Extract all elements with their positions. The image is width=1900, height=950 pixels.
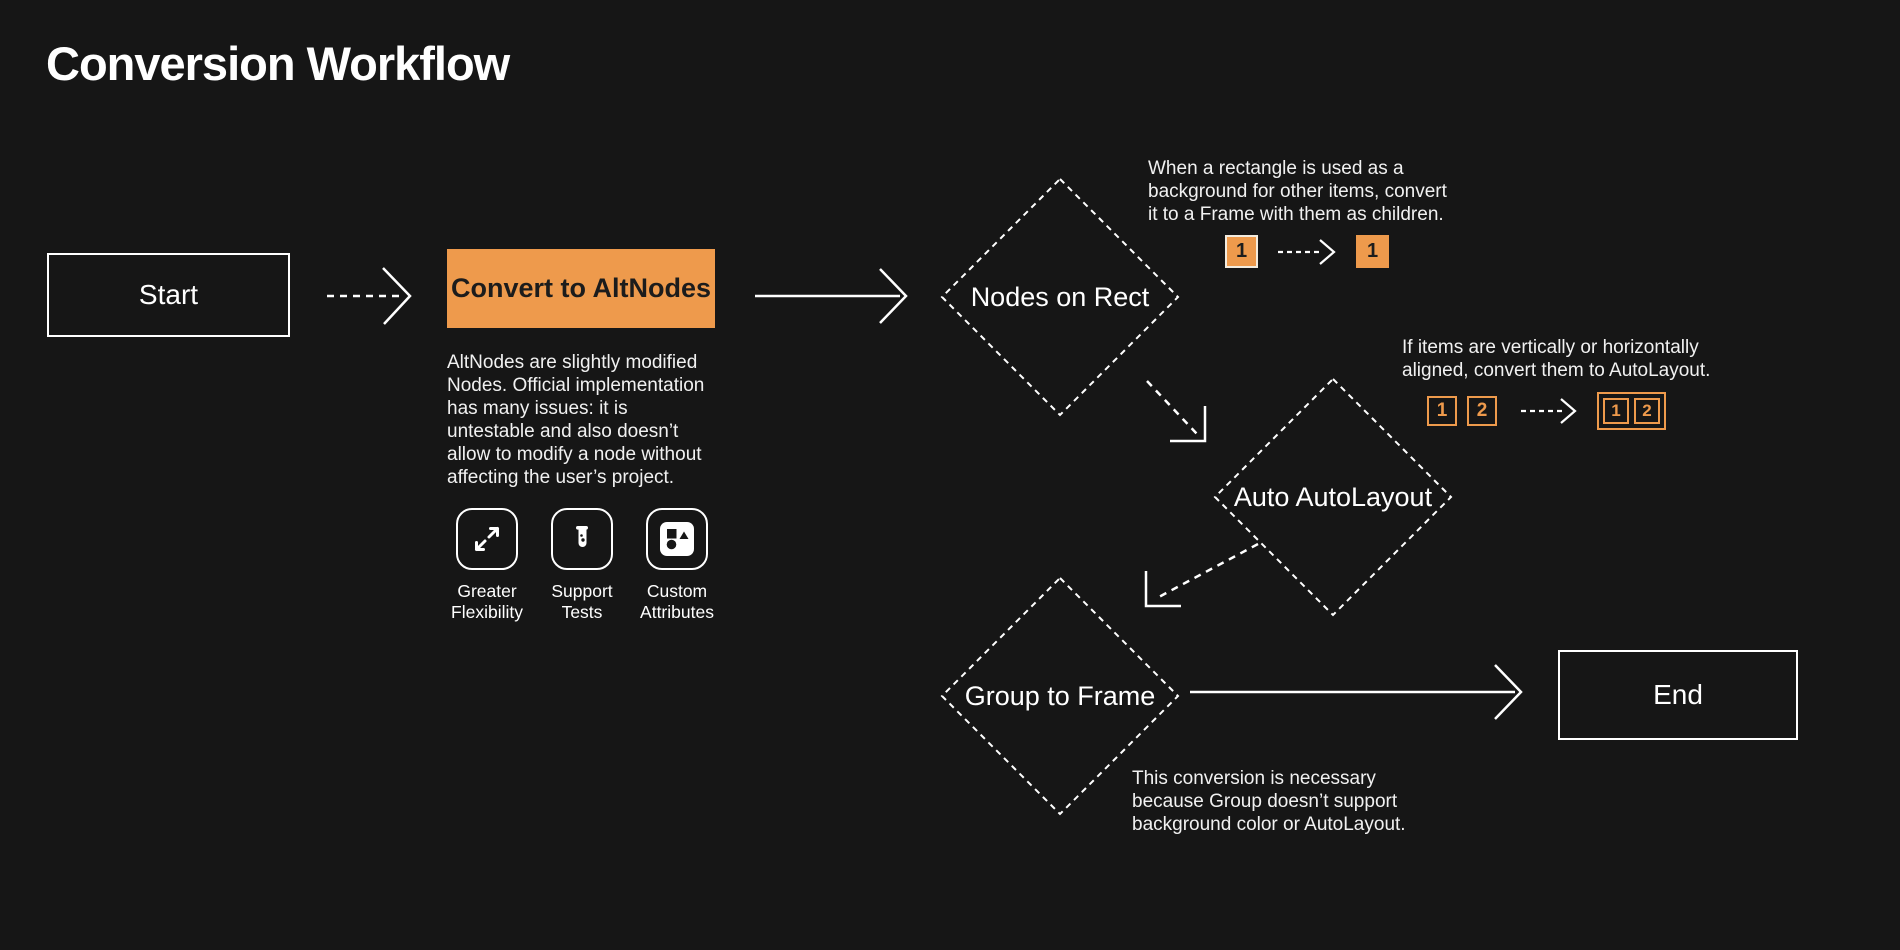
autolayout-mini-diagram: 1 2 1 2	[1427, 392, 1666, 430]
group-to-frame-note: This conversion is necessary because Gro…	[1132, 768, 1406, 835]
diamond-label-nodes-on-rect: Nodes on Rect	[970, 282, 1150, 312]
flow-node-end: End	[1558, 650, 1798, 740]
feature-support-tests: Support Tests	[536, 508, 628, 623]
mini-result-1-box: 1	[1603, 398, 1629, 424]
feature-custom-attributes: Custom Attributes	[631, 508, 723, 623]
mini-dashed-arrow-icon	[1521, 398, 1577, 424]
altnodes-feature-list: Greater Flexibility Support Tests Custom…	[441, 508, 723, 623]
convert-note: AltNodes are slightly modified Nodes. Of…	[447, 352, 705, 488]
arrow-convert-to-nodes-on-rect	[755, 268, 908, 324]
end-label: End	[1653, 679, 1703, 710]
start-label: Start	[138, 279, 199, 310]
feature-label: Custom Attributes	[640, 581, 714, 622]
nodes-on-rect-note: When a rectangle is used as a background…	[1148, 158, 1447, 225]
mini-item-2-box: 2	[1467, 396, 1497, 426]
flow-node-start: Start	[47, 253, 290, 337]
arrow-start-to-convert	[327, 267, 412, 325]
shapes-icon	[646, 508, 708, 570]
mini-autolayout-group-box: 1 2	[1597, 392, 1666, 430]
mini-dashed-arrow-icon	[1278, 238, 1336, 265]
feature-greater-flexibility: Greater Flexibility	[441, 508, 533, 623]
arrow-group-to-frame-to-end	[1190, 664, 1523, 720]
feature-label: Support Tests	[551, 581, 613, 622]
mini-rect-before-box: 1	[1225, 235, 1258, 268]
diamond-label-group-to-frame: Group to Frame	[964, 681, 1156, 711]
feature-label: Greater Flexibility	[451, 581, 523, 622]
test-tube-icon	[551, 508, 613, 570]
diamond-label-auto-autolayout: Auto AutoLayout	[1233, 482, 1433, 512]
auto-autolayout-note: If items are vertically or horizontally …	[1402, 337, 1711, 381]
arrow-auto-autolayout-to-group-to-frame	[1144, 542, 1259, 608]
rect-to-frame-mini-diagram: 1 1	[1225, 235, 1389, 268]
expand-arrows-icon	[456, 508, 518, 570]
page-title: Conversion Workflow	[46, 37, 510, 90]
mini-result-2-box: 2	[1634, 398, 1660, 424]
convert-label: Convert to AltNodes	[450, 273, 711, 303]
mini-rect-after-box: 1	[1356, 235, 1389, 268]
arrow-nodes-on-rect-to-auto-autolayout	[1146, 380, 1207, 443]
flow-node-convert-to-altnodes: Convert to AltNodes	[447, 249, 715, 328]
mini-item-1-box: 1	[1427, 396, 1457, 426]
